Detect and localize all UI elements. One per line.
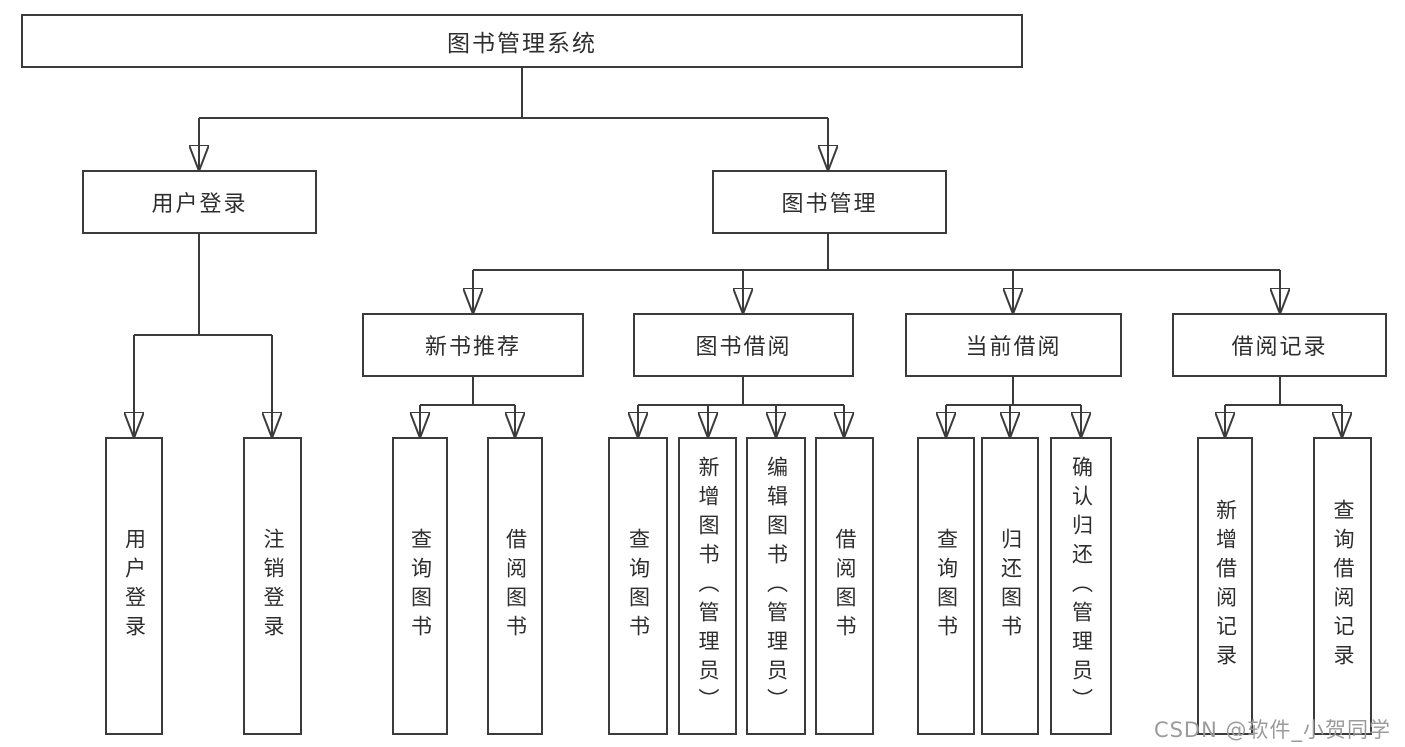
leaf-query-books-current: 查询图书: [917, 437, 975, 735]
leaf-user-login: 用户登录: [105, 437, 163, 735]
leaf-add-book-admin: 新增图书（管理员）: [678, 437, 737, 735]
connector-book-management-children: [473, 234, 1280, 313]
node-book-borrow: 图书借阅: [633, 313, 854, 377]
leaf-logout: 注销登录: [243, 437, 302, 735]
node-user-login: 用户登录: [82, 170, 317, 234]
connector-borrow-records-children: [1225, 377, 1342, 437]
node-new-book-recommend: 新书推荐: [362, 313, 584, 377]
connector-current-borrow-children: [946, 377, 1081, 437]
leaf-query-books-borrow: 查询图书: [608, 437, 668, 735]
connector-root-to-level1: [199, 68, 828, 170]
leaf-return-book: 归还图书: [981, 437, 1039, 735]
csdn-watermark: CSDN @软件_小贺同学: [1153, 718, 1391, 742]
connector-book-borrow-children: [638, 377, 844, 437]
leaf-add-borrow-record: 新增借阅记录: [1197, 437, 1253, 735]
node-book-management: 图书管理: [712, 170, 947, 234]
leaf-edit-book-admin: 编辑图书（管理员）: [746, 437, 806, 735]
node-root-system: 图书管理系统: [21, 14, 1023, 68]
connector-new-book-recommend-children: [420, 377, 515, 437]
leaf-borrow-books-2: 借阅图书: [815, 437, 874, 735]
leaf-query-books-recommend: 查询图书: [392, 437, 448, 735]
node-borrow-records: 借阅记录: [1172, 313, 1387, 377]
leaf-borrow-books-recommend: 借阅图书: [487, 437, 543, 735]
leaf-query-borrow-record: 查询借阅记录: [1313, 437, 1372, 735]
node-current-borrow: 当前借阅: [905, 313, 1122, 377]
leaf-confirm-return-admin: 确认归还（管理员）: [1050, 437, 1112, 735]
connector-user-login-children: [134, 234, 272, 437]
